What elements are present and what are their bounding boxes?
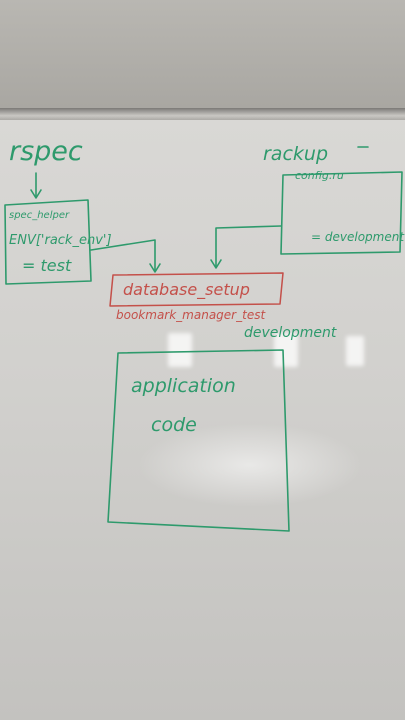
env-rack-env-label: ENV['rack_env'] <box>9 233 112 248</box>
database-setup-box <box>109 272 284 307</box>
rackup-development-value: = development <box>311 230 405 244</box>
db-test-name: bookmark_manager_test <box>116 308 266 322</box>
light-reflection <box>168 333 192 367</box>
env-test-value: = test <box>22 256 72 275</box>
application-label: application <box>131 375 236 397</box>
light-reflection <box>346 336 364 366</box>
code-label: code <box>151 414 197 436</box>
db-development-name: development <box>244 325 337 341</box>
rackup-box <box>280 171 403 255</box>
application-code-box <box>107 349 290 532</box>
arrow-rackup-to-database <box>215 225 282 267</box>
arrow-spec-helper-to-database <box>90 239 156 271</box>
config-ru-label: config.ru <box>295 169 344 182</box>
spec-helper-box <box>4 199 92 285</box>
whiteboard <box>0 120 405 720</box>
database-setup-label: database_setup <box>123 280 250 299</box>
spec-helper-label: spec_helper <box>9 210 70 221</box>
wall-background <box>0 0 405 120</box>
rackup-label: rackup <box>263 143 329 165</box>
rspec-label: rspec <box>9 136 83 167</box>
whiteboard-frame <box>0 108 405 122</box>
